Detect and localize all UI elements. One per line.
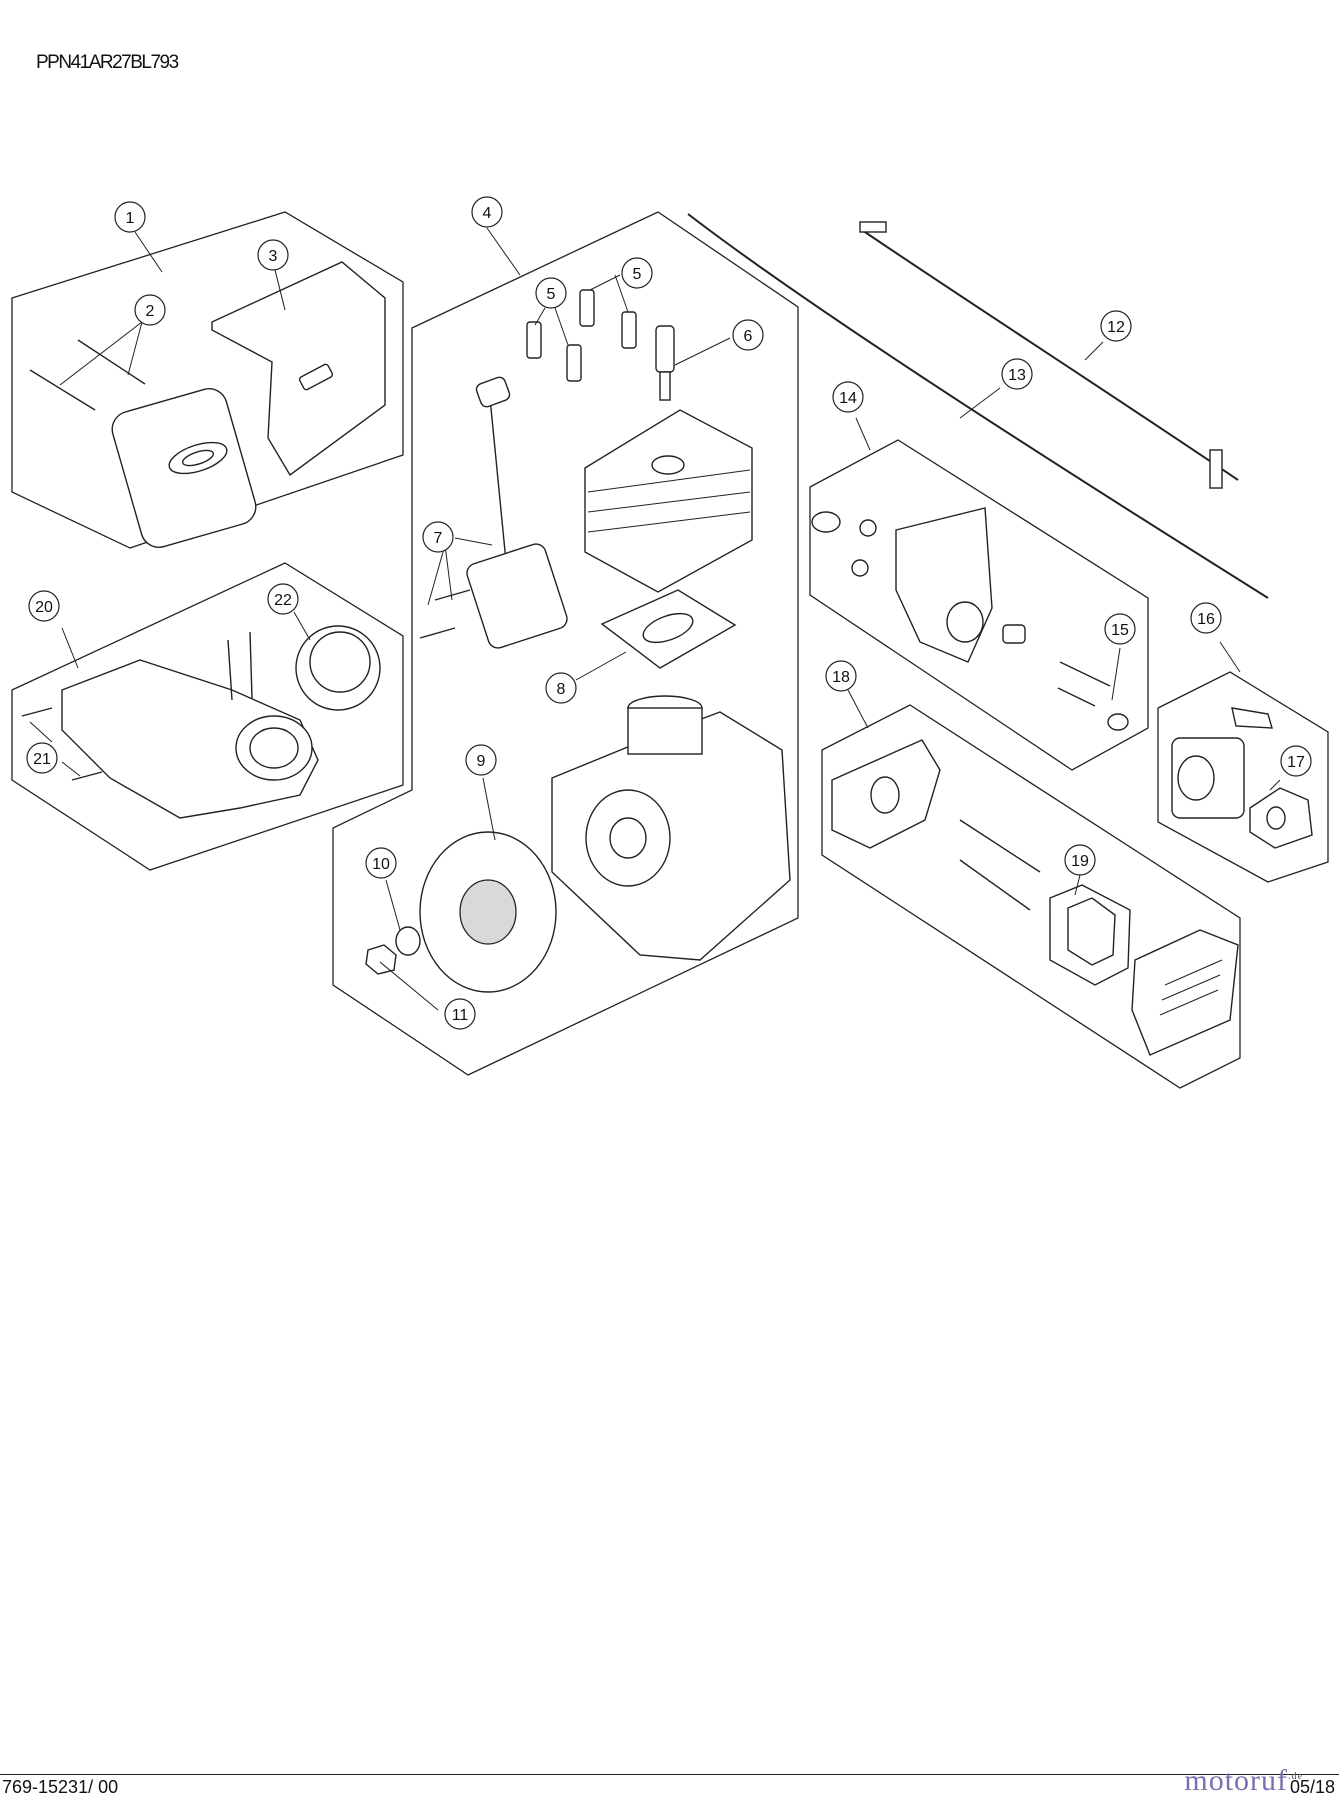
- callout-11: 11: [444, 998, 476, 1030]
- group-carburetor-outline: [1157, 671, 1329, 883]
- crankcase-part: [551, 695, 791, 961]
- callout-21: 21: [26, 742, 58, 774]
- footer-rule: [0, 1774, 1339, 1775]
- callout-20: 20: [28, 590, 60, 622]
- callout-9: 9: [465, 744, 497, 776]
- callout-10: 10: [365, 847, 397, 879]
- flywheel-part: [419, 831, 557, 993]
- group-fuel-tank-outline: [11, 562, 404, 871]
- throttle-cable-part: [859, 221, 1239, 489]
- cylinder-bolts-part: [526, 289, 637, 382]
- svg-text:5: 5: [547, 286, 556, 303]
- group-engine-outline: [332, 211, 799, 1076]
- stop-cable-part: [687, 213, 1269, 599]
- callout-16: 16: [1190, 602, 1222, 634]
- callout-2: 2: [134, 294, 166, 326]
- group-carb-adapter-outline: [809, 439, 1149, 771]
- model-number: PPN41AR27BL793: [36, 52, 179, 73]
- flywheel-washer-part: [395, 926, 421, 956]
- fuel-tank-part: [61, 631, 319, 819]
- callout-19: 19: [1064, 844, 1096, 876]
- spark-plug-part: [655, 325, 675, 401]
- svg-text:3: 3: [269, 248, 278, 265]
- svg-text:19: 19: [1071, 853, 1089, 870]
- cylinder-part: [584, 409, 753, 593]
- carb-adapter-part: [811, 507, 1026, 663]
- svg-text:10: 10: [372, 856, 390, 873]
- muffler-bolts-part: [29, 339, 146, 411]
- callout-15: 15: [1104, 613, 1136, 645]
- callout-17: 17: [1280, 745, 1312, 777]
- group-air-filter-outline: [821, 704, 1241, 1089]
- svg-text:4: 4: [483, 205, 492, 222]
- svg-text:7: 7: [434, 530, 443, 547]
- document-date: 05/18: [1289, 1777, 1335, 1797]
- svg-text:13: 13: [1008, 367, 1026, 384]
- heat-shield-part: [211, 261, 386, 477]
- svg-text:11: 11: [452, 1007, 469, 1024]
- svg-text:6: 6: [744, 328, 753, 345]
- svg-text:2: 2: [146, 303, 155, 320]
- svg-text:18: 18: [832, 669, 850, 686]
- svg-text:22: 22: [274, 592, 292, 609]
- watermark-text: motoruf: [1184, 1764, 1289, 1797]
- callout-1: 1: [114, 201, 146, 233]
- watermark-logo: motoruf.de: [1184, 1764, 1303, 1798]
- carburetor-part: [1171, 707, 1273, 819]
- callout-12: 12: [1100, 310, 1132, 342]
- air-filter-part: [1049, 884, 1131, 986]
- muffler-part: [111, 388, 257, 548]
- air-filter-base-part: [831, 739, 1041, 911]
- svg-text:17: 17: [1287, 754, 1305, 771]
- callout-7: 7: [422, 521, 454, 553]
- callout-18: 18: [825, 660, 857, 692]
- svg-text:1: 1: [126, 210, 135, 227]
- svg-text:20: 20: [35, 599, 53, 616]
- callout-5b: 5: [621, 257, 653, 289]
- flywheel-nut-part: [365, 944, 397, 975]
- watermark-suffix: .de: [1288, 1771, 1303, 1782]
- callout-22: 22: [267, 583, 299, 615]
- fuel-tank-screws-part: [21, 707, 103, 781]
- callout-13: 13: [1001, 358, 1033, 390]
- callout-8: 8: [545, 672, 577, 704]
- svg-text:21: 21: [33, 751, 51, 768]
- adapter-screws-part: [1057, 661, 1129, 731]
- callout-5a: 5: [535, 277, 567, 309]
- callout-14: 14: [832, 381, 864, 413]
- svg-text:5: 5: [633, 266, 642, 283]
- ignition-module-part: [419, 376, 568, 649]
- svg-text:15: 15: [1111, 622, 1129, 639]
- document-number: 769-15231/ 00: [2, 1777, 119, 1797]
- callout-3: 3: [257, 239, 289, 271]
- svg-text:12: 12: [1107, 319, 1125, 336]
- svg-text:8: 8: [557, 681, 566, 698]
- carburetor-gasket-part: [1249, 787, 1313, 849]
- air-filter-cover-part: [1131, 929, 1239, 1056]
- callout-6: 6: [732, 319, 764, 351]
- leader-lines: [29, 227, 1281, 1011]
- fuel-cap-part: [295, 625, 381, 711]
- callout-4: 4: [471, 196, 503, 228]
- svg-text:14: 14: [839, 390, 857, 407]
- svg-text:16: 16: [1197, 611, 1215, 628]
- svg-text:9: 9: [477, 753, 486, 770]
- cylinder-gasket-part: [600, 589, 737, 669]
- group-muffler-outline: [11, 211, 404, 549]
